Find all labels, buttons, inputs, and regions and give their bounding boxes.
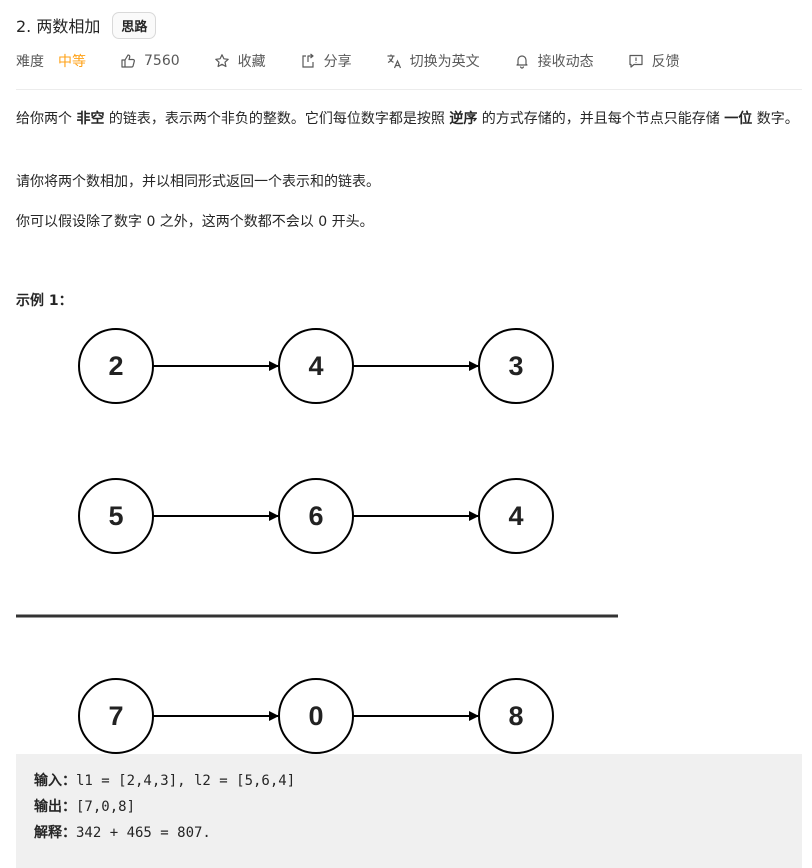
difficulty-label: 难度 <box>16 54 44 70</box>
problem-title: 2. 两数相加 <box>16 17 101 36</box>
description-paragraph-3: 你可以假设除了数字 0 之外，这两个数都不会以 0 开头。 <box>16 214 374 230</box>
title-row: 2. 两数相加 思路 <box>16 11 157 39</box>
list-node-value: 4 <box>508 501 523 531</box>
like-button[interactable]: 7560 <box>120 53 180 69</box>
star-icon <box>214 54 229 68</box>
list-node-value: 8 <box>508 701 523 731</box>
list-node <box>78 678 154 754</box>
list-node-value: 6 <box>308 501 323 531</box>
output-line: 输出：[7,0,8] <box>34 799 136 815</box>
list-node <box>478 478 554 554</box>
description-paragraph-1: 给你两个 非空 的链表，表示两个非负的整数。它们每位数字都是按照 逆序 的方式存… <box>16 111 799 127</box>
share-button[interactable]: 分享 <box>300 51 352 71</box>
subscribe-label: 接收动态 <box>537 54 594 70</box>
linked-list-diagram: 2 4 3 5 6 4 7 0 8 <box>16 328 618 754</box>
list-node-value: 4 <box>308 351 323 381</box>
share-label: 分享 <box>323 54 352 70</box>
translate-icon <box>387 54 401 69</box>
input-line: 输入：l1 = [2,4,3], l2 = [5,6,4] <box>34 773 296 789</box>
list-node-value: 3 <box>508 351 523 381</box>
share-icon <box>302 53 314 68</box>
list-node <box>478 678 554 754</box>
bell-icon <box>516 55 528 69</box>
feedback-button[interactable]: 反馈 <box>628 51 680 71</box>
example-code-block: 输入：l1 = [2,4,3], l2 = [5,6,4] 输出：[7,0,8]… <box>16 754 802 868</box>
feedback-icon <box>629 54 643 68</box>
list-node-value: 5 <box>108 501 123 531</box>
difficulty-value: 中等 <box>58 54 86 70</box>
explanation-line: 解释：342 + 465 = 807. <box>34 825 211 841</box>
like-count: 7560 <box>144 53 180 69</box>
hint-tag[interactable]: 思路 <box>112 11 157 39</box>
list-node-value: 2 <box>108 351 123 381</box>
divider <box>16 89 802 90</box>
meta-bar: 难度 中等 7560 收藏 分享 切换为英文 接收动态 <box>16 50 714 72</box>
list-node <box>278 678 354 754</box>
collect-button[interactable]: 收藏 <box>214 51 266 71</box>
list-node <box>278 478 354 554</box>
list-node-value: 7 <box>108 701 123 731</box>
example-title: 示例 1： <box>16 293 73 309</box>
subscribe-button[interactable]: 接收动态 <box>514 51 594 71</box>
translate-button[interactable]: 切换为英文 <box>386 51 480 71</box>
list-node <box>478 328 554 404</box>
list-node <box>278 328 354 404</box>
list-node <box>78 328 154 404</box>
collect-label: 收藏 <box>237 54 266 70</box>
list-node-value: 0 <box>308 701 323 731</box>
description-paragraph-2: 请你将两个数相加，并以相同形式返回一个表示和的链表。 <box>16 174 380 190</box>
feedback-label: 反馈 <box>651 54 680 70</box>
thumbs-up-icon <box>121 54 135 68</box>
translate-label: 切换为英文 <box>409 54 480 70</box>
list-node <box>78 478 154 554</box>
